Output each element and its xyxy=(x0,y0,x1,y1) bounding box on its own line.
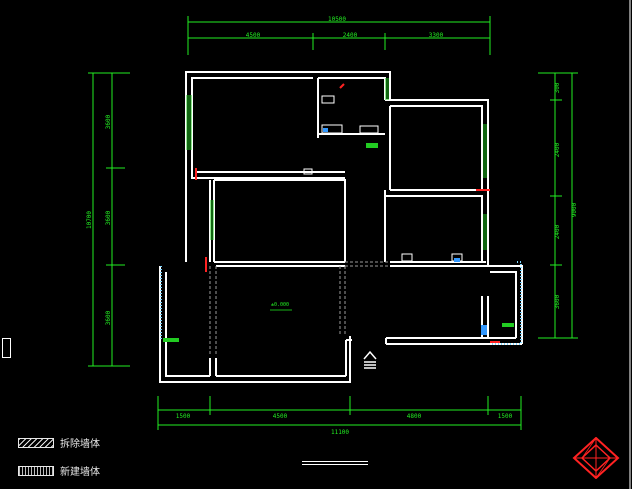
dimension-top xyxy=(187,16,491,55)
frame-left-mark xyxy=(2,338,11,358)
walls xyxy=(159,71,523,383)
dimension-bottom xyxy=(157,396,522,430)
dim-top-overall: 10500 xyxy=(328,16,346,23)
legend-label-new: 新建墙体 xyxy=(60,467,100,478)
title-underline-2 xyxy=(302,464,368,465)
dim-right-part-4: 3600 xyxy=(554,294,561,309)
dim-bottom-part-2: 4500 xyxy=(273,413,288,420)
title-underline xyxy=(302,461,368,462)
dim-bottom-part-1: 1500 xyxy=(176,413,191,420)
dim-right-part-1: 300 xyxy=(554,82,561,93)
dim-left-part-2: 3600 xyxy=(105,210,112,225)
dim-left-overall: 10700 xyxy=(86,211,93,229)
red-marks xyxy=(195,83,500,343)
dim-top-part-2: 2400 xyxy=(343,32,358,39)
dots-swatch-icon xyxy=(18,465,54,476)
dim-left-part-1: 3600 xyxy=(105,114,112,129)
legend-item-new: 新建墙体 xyxy=(18,463,100,478)
windows xyxy=(186,78,487,250)
dimension-left xyxy=(88,72,130,367)
dimension-right xyxy=(538,72,578,339)
opening-lines xyxy=(209,261,390,356)
compass-diamond-icon xyxy=(572,437,620,479)
new-walls xyxy=(160,261,522,345)
dim-right-overall: 9000 xyxy=(571,202,578,217)
dim-right-part-2: 2400 xyxy=(554,142,561,157)
entrance-arrow-icon xyxy=(363,350,377,369)
dim-left-part-3: 3600 xyxy=(105,310,112,325)
legend-label-demolished: 拆除墙体 xyxy=(60,439,100,450)
dim-bottom-overall: 11100 xyxy=(331,429,349,436)
dim-bottom-part-4: 1500 xyxy=(498,413,513,420)
dim-top-part-1: 4500 xyxy=(246,32,261,39)
legend-item-demolished: 拆除墙体 xyxy=(18,435,100,450)
dim-top-part-3: 3300 xyxy=(429,32,444,39)
hatch-swatch-icon xyxy=(18,437,54,448)
level-mark: ±0.000 xyxy=(271,302,289,308)
dim-right-part-3: 2400 xyxy=(554,224,561,239)
dim-bottom-part-3: 4800 xyxy=(407,413,422,420)
fixtures xyxy=(163,95,514,342)
